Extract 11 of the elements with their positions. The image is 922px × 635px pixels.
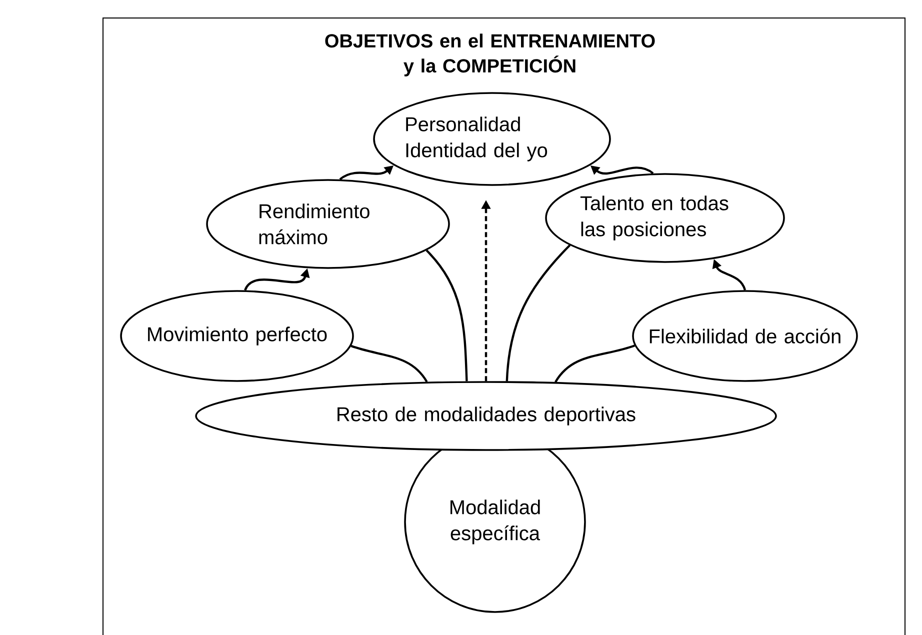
connector-line	[426, 250, 468, 382]
connector-line	[554, 344, 635, 383]
oval-node: Rendimiento máximo	[206, 179, 450, 269]
oval-node: Flexibilidad de acción	[632, 290, 858, 382]
connector-line	[350, 344, 428, 382]
title: OBJETIVOS en el ENTRENAMIENTO y la COMPETICIÓN	[325, 34, 655, 76]
oval-node: Resto de modalidades deportivas	[195, 381, 777, 451]
oval-node: Talento en todas las posiciones	[545, 173, 785, 263]
oval-node: Movimiento perfecto	[120, 290, 354, 382]
connector-line	[506, 244, 571, 382]
oval-node: Personalidad Identidad del yo	[373, 92, 611, 186]
